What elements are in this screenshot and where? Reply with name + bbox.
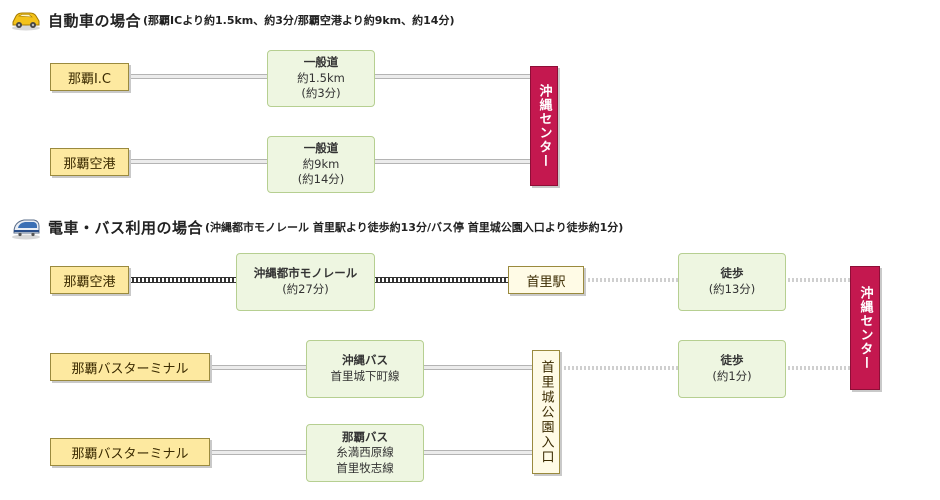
walk-label: 徒歩 <box>720 353 744 368</box>
route-time: (約14分) <box>297 172 345 187</box>
walk-time: (約13分) <box>708 282 756 296</box>
destination-label: 沖縄センター <box>857 286 873 370</box>
route-line-1: 糸満西原線 <box>336 445 394 460</box>
route-name: 沖縄都市モノレール <box>253 266 358 281</box>
walk-label: 徒歩 <box>720 266 744 281</box>
destination-okinawa-center-transit: 沖縄センター <box>850 266 880 390</box>
origin-naha-airport-car: 那覇空港 <box>50 148 129 176</box>
route-name: 一般道 <box>303 141 339 156</box>
car-icon <box>10 9 42 31</box>
route-box-local-road-1: 一般道 約1.5km (約3分) <box>267 50 375 107</box>
transit-section-note: (沖縄都市モノレール 首里駅より徒歩約13分/バス停 首里城公園入口より徒歩約1… <box>205 221 624 234</box>
bus-stop-label: 首里城公園入口 <box>538 359 554 465</box>
route-line: 首里城下町線 <box>330 369 400 383</box>
route-distance: 約9km <box>302 156 340 171</box>
route-name: 那覇バス <box>342 429 388 444</box>
transit-section-title: 電車・バス利用の場合 <box>48 218 204 237</box>
route-box-monorail: 沖縄都市モノレール (約27分) <box>236 253 375 311</box>
origin-label: 那覇空港 <box>63 274 116 290</box>
car-section-header: 自動車の場合 (那覇ICより約1.5km、約3分/那覇空港より約9km、約14分… <box>10 8 454 32</box>
car-section-title: 自動車の場合 <box>48 11 142 30</box>
origin-naha-bus-terminal-2: 那覇バスターミナル <box>50 438 210 466</box>
transit-section-header: 電車・バス利用の場合 (沖縄都市モノレール 首里駅より徒歩約13分/バス停 首里… <box>10 215 624 240</box>
car-section-note: (那覇ICより約1.5km、約3分/那覇空港より約9km、約14分) <box>143 14 455 27</box>
destination-okinawa-center-car: 沖縄センター <box>530 66 558 186</box>
route-distance: 約1.5km <box>297 70 345 85</box>
bus-stop-shurijo-koen-iriguchi: 首里城公園入口 <box>532 350 560 474</box>
destination-label: 沖縄センター <box>536 84 552 168</box>
origin-naha-ic: 那覇I.C <box>50 63 129 91</box>
route-name: 一般道 <box>303 55 339 70</box>
route-time: (約27分) <box>282 282 329 296</box>
walk-time: (約1分) <box>712 369 752 383</box>
origin-label: 那覇空港 <box>63 156 116 172</box>
origin-label: 那覇バスターミナル <box>71 361 189 377</box>
train-icon <box>10 216 42 240</box>
route-box-naha-bus: 那覇バス 糸満西原線 首里牧志線 <box>306 424 424 482</box>
origin-label: 那覇I.C <box>67 71 112 87</box>
route-line-2: 首里牧志線 <box>336 460 394 475</box>
origin-label: 那覇バスターミナル <box>71 446 189 462</box>
origin-naha-bus-terminal-1: 那覇バスターミナル <box>50 353 210 381</box>
route-box-local-road-2: 一般道 約9km (約14分) <box>267 136 375 193</box>
origin-naha-airport-transit: 那覇空港 <box>50 266 129 294</box>
station-label: 首里駅 <box>526 274 566 290</box>
route-box-walk-13: 徒歩 (約13分) <box>678 253 786 311</box>
route-time: (約3分) <box>301 86 341 101</box>
station-shuri: 首里駅 <box>508 266 584 294</box>
route-box-okinawa-bus: 沖縄バス 首里城下町線 <box>306 340 424 398</box>
route-name: 沖縄バス <box>342 353 388 368</box>
route-box-walk-1: 徒歩 (約1分) <box>678 340 786 398</box>
